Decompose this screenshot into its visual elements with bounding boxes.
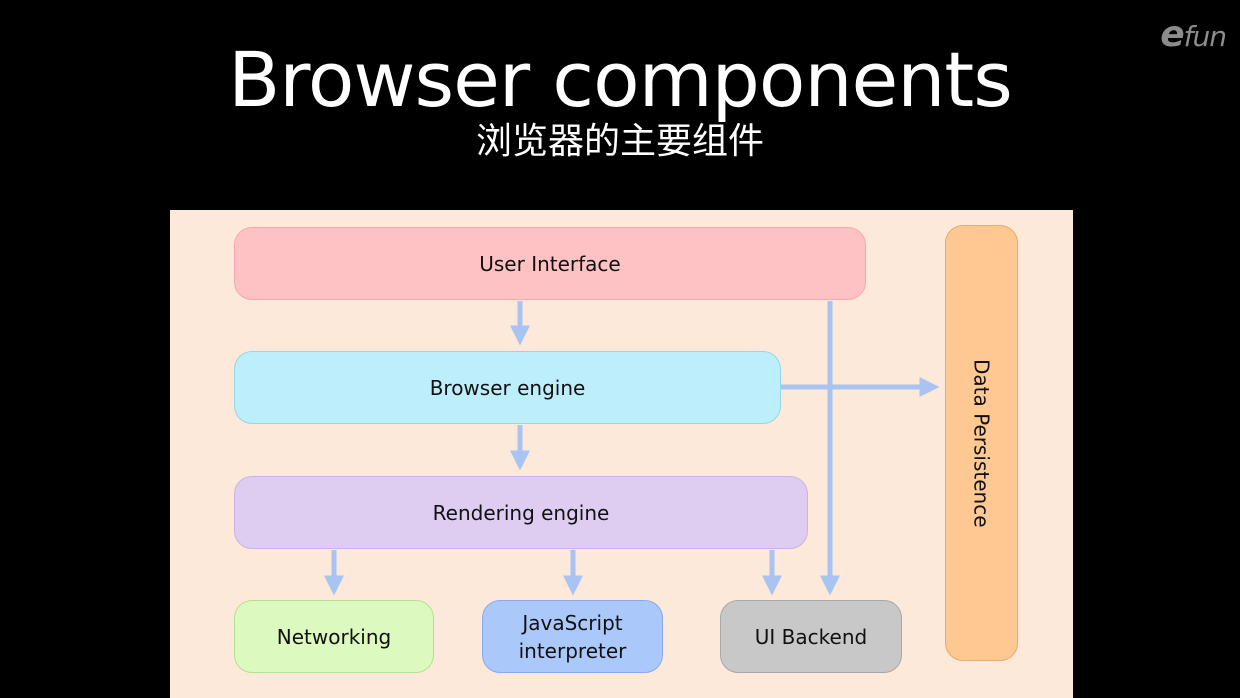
node-rendering-engine-label: Rendering engine (432, 500, 610, 525)
node-data-persistence: Data Persistence (945, 225, 1018, 661)
node-ui-backend-label: UI Backend (754, 624, 868, 649)
node-user-interface: User Interface (234, 227, 866, 300)
node-browser-engine: Browser engine (234, 351, 781, 424)
slide-subtitle: 浏览器的主要组件 (475, 121, 764, 162)
node-networking: Networking (234, 600, 434, 673)
node-javascript-interpreter-label: JavaScript interpreter (518, 610, 627, 663)
node-javascript-interpreter: JavaScript interpreter (482, 600, 663, 673)
diagram-arrows (324, 301, 940, 596)
node-rendering-engine: Rendering engine (234, 476, 808, 549)
node-networking-label: Networking (276, 624, 392, 649)
node-ui-backend: UI Backend (720, 600, 902, 673)
slide-title: Browser components (228, 35, 1013, 124)
node-data-persistence-label: Data Persistence (969, 358, 994, 528)
efun-logo: efun (1160, 14, 1227, 55)
diagram-panel: User Interface Browser engine Rendering … (170, 210, 1073, 698)
node-user-interface-label: User Interface (479, 251, 621, 276)
node-browser-engine-label: Browser engine (429, 375, 586, 400)
